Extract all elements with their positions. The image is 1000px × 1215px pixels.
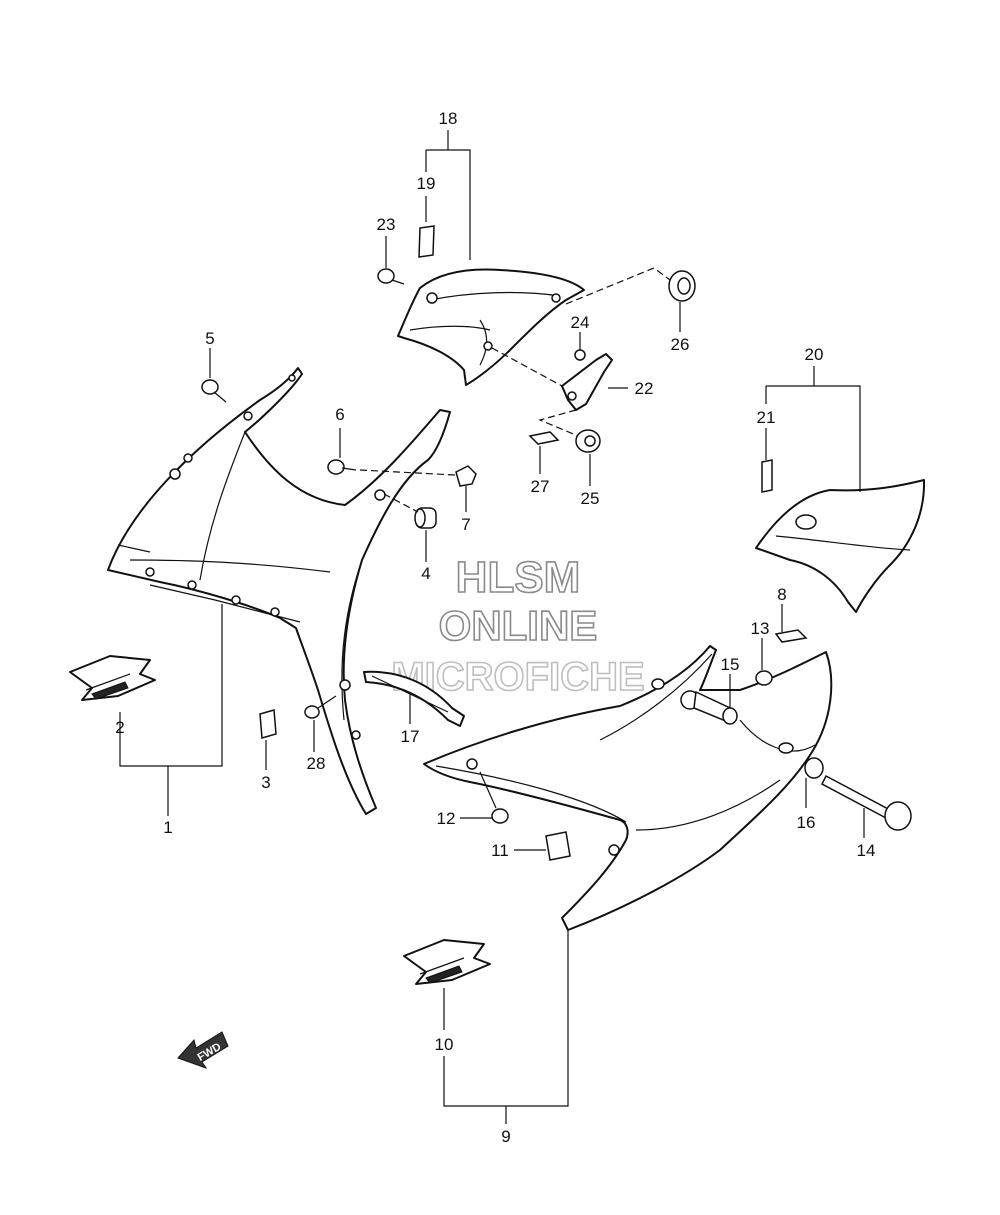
dash-6-7: [359, 469, 456, 476]
pad-27[interactable]: [528, 431, 560, 445]
callout-2: 2: [115, 718, 124, 737]
callout-17: 17: [401, 727, 420, 746]
dash-18-26: [565, 267, 671, 305]
inner-panel-18[interactable]: [397, 268, 585, 386]
callout-11: 11: [491, 841, 509, 860]
screw-5[interactable]: [201, 379, 227, 403]
screw-12[interactable]: [466, 758, 509, 824]
label-8[interactable]: [774, 629, 808, 643]
callout-13: 13: [751, 619, 770, 638]
callout-3: 3: [261, 773, 270, 792]
callout-10: 10: [435, 1035, 454, 1054]
nut-13[interactable]: [755, 670, 773, 686]
washer-16[interactable]: [804, 757, 824, 779]
watermark-line-1: HLSM: [456, 553, 581, 602]
collar-15[interactable]: [680, 690, 738, 725]
front-cowl-body[interactable]: [107, 367, 451, 815]
dash-18-22: [491, 347, 563, 387]
screw-6[interactable]: [327, 459, 357, 475]
dash-22-25: [538, 409, 579, 437]
bracket-22[interactable]: [561, 353, 613, 411]
clip-3[interactable]: [259, 709, 277, 739]
screw-24[interactable]: [574, 349, 586, 361]
bolt-14[interactable]: [821, 774, 912, 831]
clip-11[interactable]: [545, 831, 571, 861]
grommet-4[interactable]: [414, 507, 437, 529]
callout-1: 1: [163, 818, 172, 837]
callout-23: 23: [377, 215, 396, 234]
callout-9: 9: [501, 1127, 510, 1146]
label-21[interactable]: [761, 459, 773, 493]
callout-14: 14: [857, 841, 876, 860]
callout-22: 22: [635, 379, 654, 398]
nut-7[interactable]: [455, 465, 477, 487]
callout-numbers: 1 2 3 4 5 6 7 8 9 10 11 12 13 14 15 16 1…: [115, 109, 875, 1146]
callout-19: 19: [417, 174, 436, 193]
dash-4-cowl: [383, 493, 419, 513]
callout-12: 12: [437, 809, 456, 828]
watermark-line-2: ONLINE: [439, 602, 598, 649]
screw-28[interactable]: [304, 695, 337, 719]
emblem-2[interactable]: [69, 655, 156, 701]
callout-26: 26: [671, 335, 690, 354]
callout-25: 25: [581, 489, 600, 508]
forward-arrow-icon: FWD: [177, 1031, 229, 1069]
callout-5: 5: [205, 329, 214, 348]
emblem-10[interactable]: [403, 939, 491, 985]
callout-18: 18: [439, 109, 458, 128]
callout-24: 24: [571, 313, 590, 332]
callout-16: 16: [797, 813, 816, 832]
side-panel-20[interactable]: [755, 479, 926, 613]
leader-lines: [119, 130, 865, 1124]
grommet-25[interactable]: [575, 429, 601, 453]
callout-27: 27: [531, 477, 550, 496]
forward-arrow-label: FWD: [196, 1041, 224, 1064]
callout-20: 20: [805, 345, 824, 364]
callout-21: 21: [757, 408, 776, 427]
callout-15: 15: [721, 655, 740, 674]
callout-7: 7: [461, 515, 470, 534]
label-19[interactable]: [418, 225, 435, 258]
callout-28: 28: [307, 754, 326, 773]
grommet-26[interactable]: [668, 270, 696, 302]
callout-6: 6: [335, 405, 344, 424]
screw-23[interactable]: [377, 268, 405, 285]
callout-4: 4: [421, 564, 430, 583]
callout-8: 8: [777, 585, 786, 604]
